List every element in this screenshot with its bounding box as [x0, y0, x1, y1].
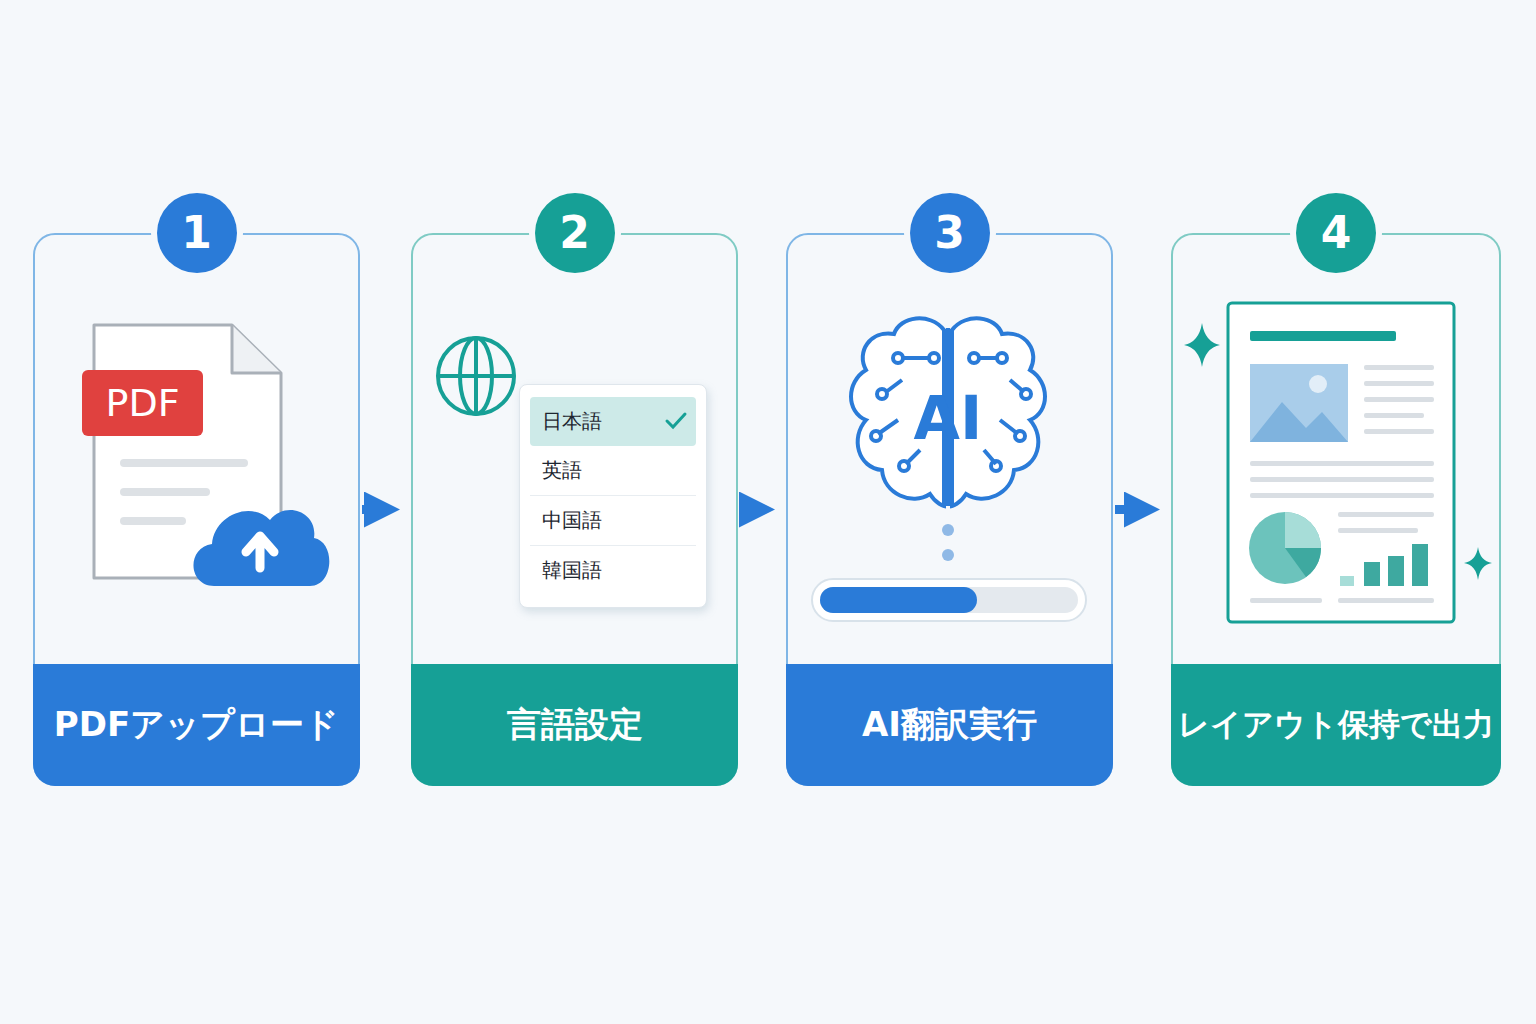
ai-label: AI — [914, 388, 983, 448]
step-number: 3 — [910, 193, 990, 273]
step-card: 1PDFアップロードPDF — [33, 233, 360, 786]
language-option: 英語 — [530, 446, 696, 496]
flow-arrow — [1115, 505, 1151, 514]
language-name: 中国語 — [542, 507, 602, 534]
step-card: 2言語設定日本語英語中国語韓国語 — [411, 233, 738, 786]
output-document-icon — [1228, 303, 1454, 622]
check-mark — [664, 411, 688, 431]
flow-arrow — [740, 505, 766, 514]
step-label-band: 言語設定 — [411, 664, 738, 786]
language-option: 中国語 — [530, 496, 696, 546]
language-dropdown: 日本語英語中国語韓国語 — [519, 384, 707, 608]
step-number: 4 — [1296, 193, 1376, 273]
sparkle — [1184, 323, 1220, 367]
pdf-document-icon — [94, 325, 281, 578]
step-card: 3AI翻訳実行 — [786, 233, 1113, 786]
step-number: 1 — [157, 193, 237, 273]
step-label-band: AI翻訳実行 — [786, 664, 1113, 786]
language-name: 日本語 — [542, 408, 602, 435]
language-option: 日本語 — [530, 397, 696, 446]
pdf-badge: PDF — [82, 370, 203, 436]
progress-dot — [942, 549, 954, 561]
ai-brain-icon — [851, 318, 1045, 506]
progress-dot — [942, 524, 954, 536]
step-label: レイアウト保持で出力 — [1178, 705, 1494, 746]
progress-bar — [812, 579, 1086, 621]
language-option: 韓国語 — [530, 546, 696, 595]
step-label: PDFアップロード — [54, 702, 339, 748]
badge-text: PDF — [105, 381, 179, 425]
language-name: 英語 — [542, 457, 582, 484]
step-label-band: PDFアップロード — [33, 664, 360, 786]
flow-arrow — [362, 505, 391, 514]
step-number: 2 — [535, 193, 615, 273]
step-label: 言語設定 — [507, 702, 643, 748]
step-label-band: レイアウト保持で出力 — [1171, 664, 1501, 786]
globe-icon — [438, 338, 514, 414]
step-card: 4レイアウト保持で出力 — [1171, 233, 1501, 786]
language-name: 韓国語 — [542, 557, 602, 584]
sparkle — [1464, 547, 1492, 580]
cloud-upload-icon — [193, 510, 329, 586]
step-label: AI翻訳実行 — [862, 702, 1037, 748]
